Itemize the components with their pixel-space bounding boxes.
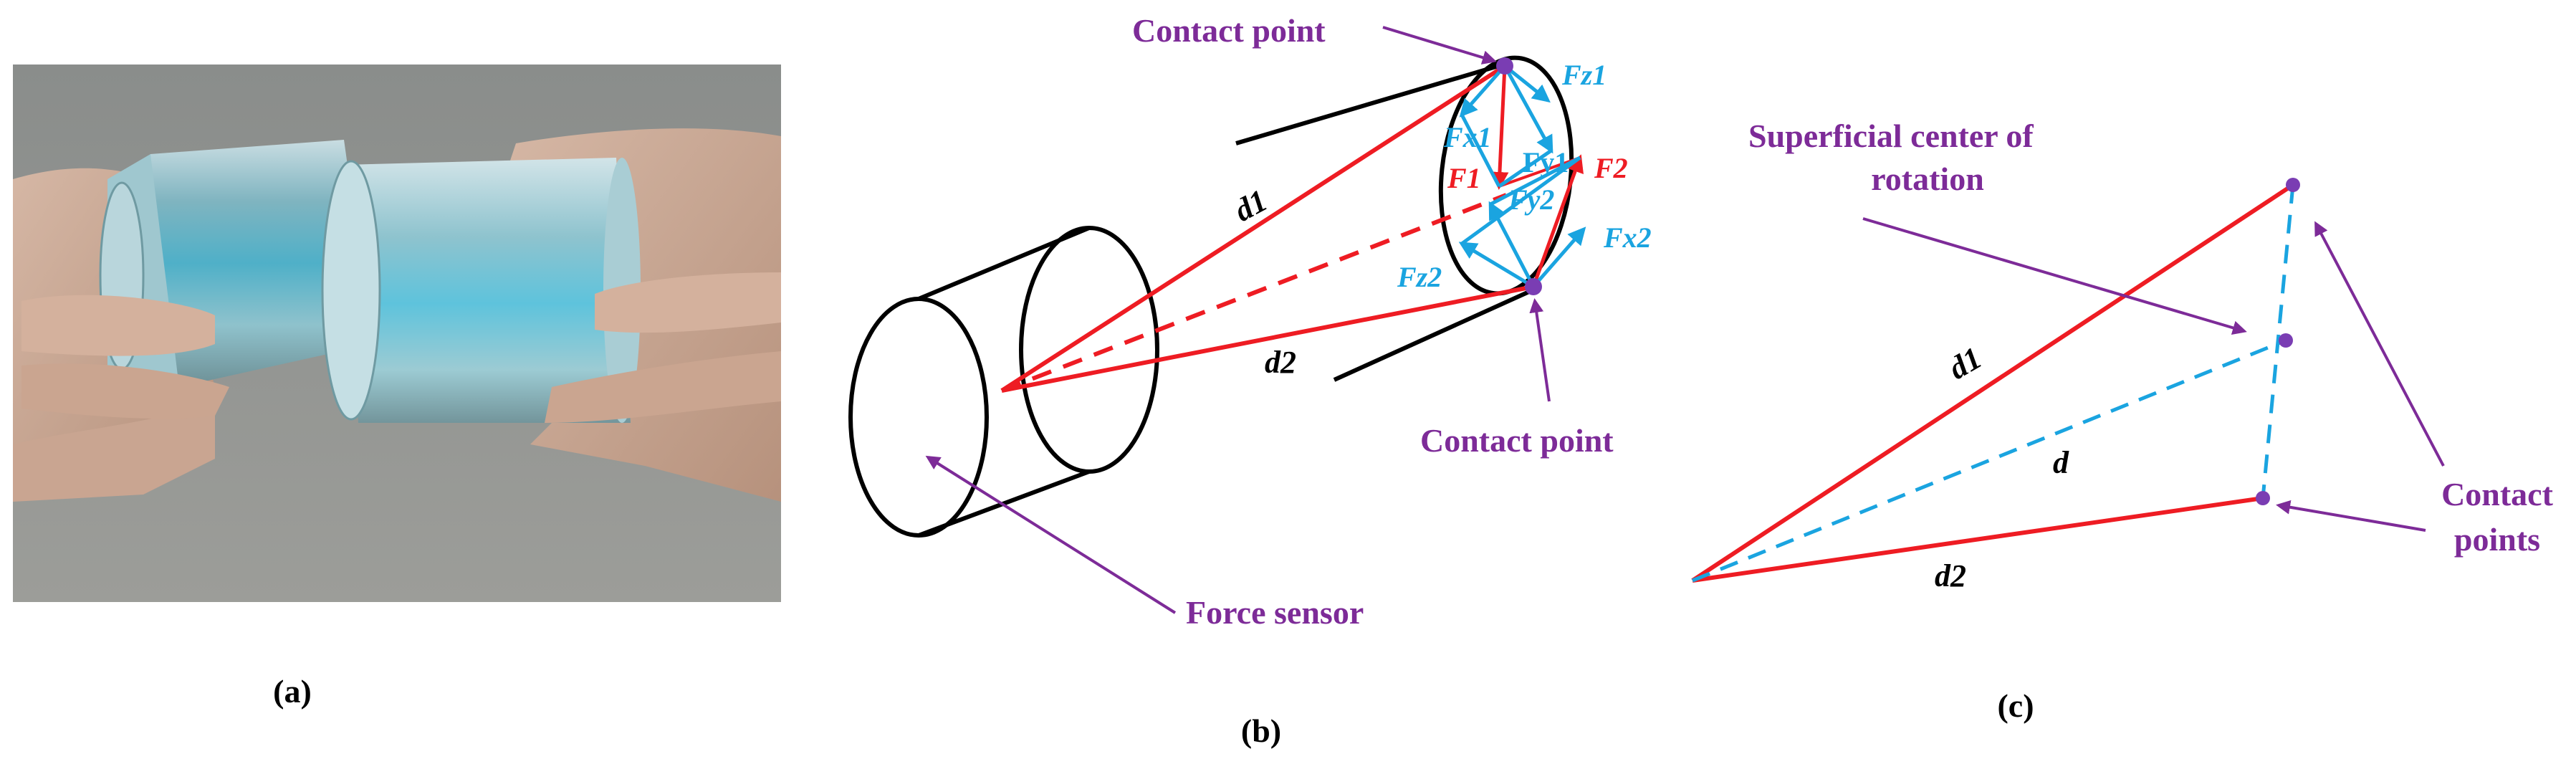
d2-label-b: d2 <box>1265 345 1296 380</box>
panel-c-diagram <box>1691 178 2445 583</box>
center-rotation-label-line1: Superficial center of <box>1748 118 2034 154</box>
contact-point-label-top: Contact point <box>1132 12 1326 49</box>
fy1-label: Fy1 <box>1523 146 1569 178</box>
fy2-label: Fy2 <box>1508 183 1554 216</box>
tangent-line-bottom <box>1333 286 1538 382</box>
metal-cylinder-right <box>321 158 641 423</box>
tangent-line-top <box>1235 62 1504 145</box>
force-sensor-cylinder <box>848 226 1159 538</box>
contact-point-dot-c-top <box>2286 178 2300 192</box>
d2-line <box>1001 285 1534 393</box>
d2-line-c <box>1692 496 2264 583</box>
caption-a: (a) <box>273 673 312 710</box>
contact-points-label-line1: Contact <box>2441 476 2554 512</box>
d2-label-c: d2 <box>1935 558 1966 593</box>
pointer-contact-top-c <box>2314 221 2445 467</box>
fz1-label: Fz1 <box>1561 59 1607 91</box>
pointer-force-sensor <box>925 455 1177 614</box>
contact-points-label-line2: points <box>2454 521 2540 558</box>
caption-b: (b) <box>1241 712 1281 749</box>
contact-point-dot-bottom <box>1525 278 1542 295</box>
force-sensor-label: Force sensor <box>1186 594 1364 631</box>
pointer-contact-bottom <box>1529 298 1551 402</box>
fx1-label: Fx1 <box>1443 121 1492 153</box>
f2-label: F2 <box>1594 152 1628 184</box>
center-rotation-label-line2: rotation <box>1871 161 1984 197</box>
contact-point-label-bottom: Contact point <box>1420 422 1614 459</box>
d-label-c: d <box>2053 445 2069 480</box>
fz2-label: Fz2 <box>1397 261 1442 293</box>
center-point-dot-c <box>2279 333 2293 348</box>
contact-point-dot-c-bottom <box>2256 491 2270 505</box>
photo-panel <box>13 65 781 602</box>
contact-dashed-line <box>2261 184 2295 499</box>
component-arrows <box>1458 65 1586 289</box>
pointer-contact-top <box>1382 26 1497 65</box>
center-dashed-line <box>1000 193 1508 393</box>
f2-arrow <box>1531 154 1584 287</box>
f1-f2-connector <box>1498 156 1581 188</box>
f1-arrow <box>1490 65 1509 190</box>
d1-label-c: d1 <box>1943 340 1988 386</box>
d1-line <box>1000 64 1506 393</box>
f1-label: F1 <box>1447 162 1481 194</box>
pointer-contact-bottom-c <box>2276 500 2426 532</box>
d-dashed-line <box>1692 338 2287 583</box>
fx2-label: Fx2 <box>1603 221 1652 254</box>
pointer-center-rotation <box>1862 217 2247 335</box>
d1-line-c <box>1691 183 2294 583</box>
caption-c: (c) <box>1997 687 2034 724</box>
panel-b-diagram <box>848 26 1586 614</box>
contact-point-dot-top <box>1496 57 1513 75</box>
